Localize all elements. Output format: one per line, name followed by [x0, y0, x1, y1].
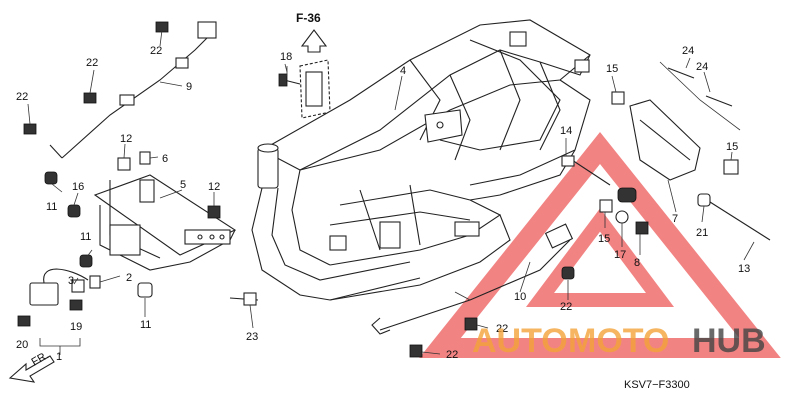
grommet-11b — [79, 254, 93, 268]
callout-15: 15 — [726, 141, 738, 153]
callout-numbers: 22 22 22 9 12 6 16 5 12 11 11 11 3 2 19 … — [16, 45, 750, 363]
callout-16: 16 — [72, 181, 84, 193]
callout-22: 22 — [86, 57, 98, 69]
callout-19: 19 — [70, 321, 82, 333]
callout-18: 18 — [280, 51, 292, 63]
callout-22: 22 — [560, 301, 572, 313]
bolt-22a — [83, 92, 97, 104]
side-bar-10 — [371, 223, 574, 335]
callout-7: 7 — [672, 213, 678, 225]
callout-22: 22 — [150, 45, 162, 57]
callout-4: 4 — [400, 65, 406, 77]
nut-22d — [561, 266, 575, 280]
washer-21 — [697, 193, 711, 207]
watermark-moto: MOTO — [568, 322, 669, 360]
grommet-11c — [137, 282, 153, 298]
collar-12a — [117, 157, 131, 171]
bush-upper — [617, 187, 637, 203]
small-parts — [17, 21, 575, 358]
front-bracket-5 — [93, 174, 237, 271]
callout-15: 15 — [598, 233, 610, 245]
leader-lines — [27, 29, 755, 355]
callout-2: 2 — [126, 272, 132, 284]
callout-15: 15 — [606, 63, 618, 75]
watermark-triangle — [419, 131, 781, 358]
grommet-11a — [44, 171, 58, 185]
callout-5: 5 — [180, 179, 186, 191]
front-arrow-icon — [8, 355, 55, 383]
reference-label: F-36 — [296, 11, 321, 25]
callout-22: 22 — [446, 349, 458, 361]
callout-24: 24 — [696, 61, 708, 73]
washer-17 — [615, 210, 629, 224]
bolt-22f — [409, 344, 423, 358]
bolt-14 — [561, 155, 575, 167]
watermark-text: AUTO MOTO HUB — [472, 322, 766, 360]
bracket-18 — [278, 59, 331, 119]
bolt-22b — [23, 123, 37, 135]
callout-21: 21 — [696, 227, 708, 239]
callout-9: 9 — [186, 81, 192, 93]
up-arrow-icon — [300, 29, 328, 53]
callout-13: 13 — [738, 263, 750, 275]
bolt-13 — [709, 201, 771, 241]
callout-11: 11 — [140, 319, 151, 331]
callout-22: 22 — [496, 323, 508, 335]
nut-8 — [635, 221, 649, 235]
collar-6 — [139, 151, 151, 165]
pipe-9 — [49, 21, 217, 159]
callout-8: 8 — [634, 257, 640, 269]
callout-23: 23 — [246, 331, 258, 343]
engine-hanger — [561, 61, 771, 241]
collar-15c — [723, 159, 739, 175]
connector-1 — [29, 282, 59, 306]
collar-12b — [207, 205, 221, 219]
main-frame — [251, 19, 591, 301]
callout-6: 6 — [162, 153, 168, 165]
callout-10: 10 — [514, 291, 526, 303]
front-direction: FR. — [8, 349, 55, 383]
callout-3: 3 — [68, 275, 74, 287]
callout-20: 20 — [16, 339, 28, 351]
bolt-22e — [464, 317, 478, 331]
callout-11: 11 — [46, 201, 57, 213]
watermark-hub: HUB — [692, 322, 766, 360]
diagram-code: KSV7−F3300 — [624, 379, 690, 391]
callout-1: 1 — [56, 351, 62, 363]
bolt-19 — [69, 299, 83, 311]
callout-12: 12 — [208, 181, 220, 193]
grommet-16 — [67, 204, 81, 218]
callout-14: 14 — [560, 125, 572, 137]
callout-22: 22 — [16, 91, 28, 103]
bolt-20 — [17, 315, 31, 327]
reference-f36: F-36 — [296, 11, 328, 53]
callout-12: 12 — [120, 133, 132, 145]
callout-11: 11 — [80, 231, 91, 243]
callout-17: 17 — [614, 249, 626, 261]
collar-15b — [611, 91, 625, 105]
bolt-23 — [243, 292, 257, 306]
watermark-auto: AUTO — [472, 322, 568, 360]
clip-2 — [89, 275, 101, 289]
collar-15a — [599, 199, 613, 213]
callout-24: 24 — [682, 45, 694, 57]
